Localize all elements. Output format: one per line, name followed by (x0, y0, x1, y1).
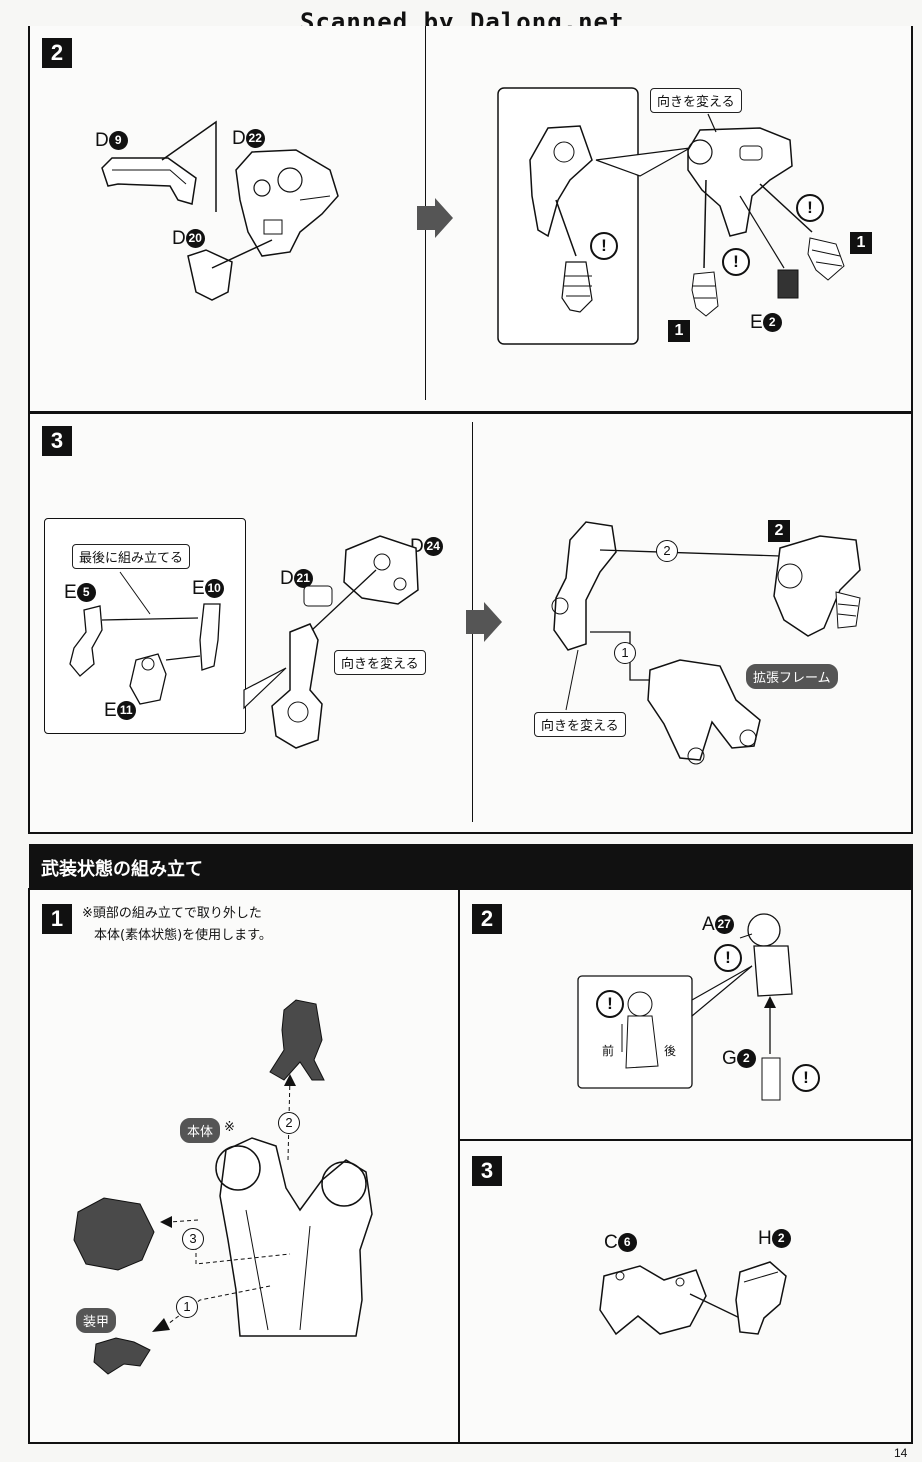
caution-icon: ! (792, 1064, 820, 1092)
order-marker: 2 (278, 1112, 300, 1134)
ref-step-badge: 2 (768, 520, 790, 542)
label-front: 前 (602, 1044, 615, 1058)
step-note-line1: ※頭部の組み立てで取り外した (82, 906, 262, 921)
step-number: 3 (472, 1156, 502, 1186)
step-number: 3 (42, 426, 72, 456)
step1-figure-drawing (73, 999, 373, 1375)
caution-icon: ! (722, 248, 750, 276)
caution-icon: ! (796, 194, 824, 222)
step-number: 2 (42, 38, 72, 68)
order-marker: 2 (656, 540, 678, 562)
caution-icon: ! (714, 944, 742, 972)
order-marker: 1 (614, 642, 636, 664)
flow-arrow (466, 602, 502, 642)
inset-title: 最後に組み立てる (72, 544, 191, 569)
caution-icon: ! (590, 232, 618, 260)
caution-icon: ! (596, 990, 624, 1018)
callout-rotate: 向きを変える (650, 88, 742, 113)
order-marker: 1 (176, 1296, 198, 1318)
step-note-line2: 本体(素体状態)を使用します。 (94, 928, 272, 943)
tag-body-mark: ※ (224, 1120, 235, 1135)
step2-top-panel (28, 26, 913, 413)
section-header: 武装状態の組み立て (29, 844, 913, 888)
flow-arrow (417, 198, 453, 238)
ref-step-badge: 1 (850, 232, 872, 254)
label-back: 後 (664, 1044, 677, 1058)
frame-tag: 拡張フレーム (746, 664, 838, 689)
order-marker: 3 (182, 1228, 204, 1250)
step-number: 1 (42, 904, 72, 934)
tag-armor: 装甲 (76, 1308, 117, 1333)
step3-parts-drawing (69, 521, 861, 765)
callout-rotate: 向きを変える (334, 650, 426, 675)
callout-rotate: 向きを変える (534, 712, 626, 737)
step-number: 2 (472, 904, 502, 934)
tag-body: 本体 (180, 1118, 221, 1143)
section-title: 武装状態の組み立て (41, 859, 203, 880)
ref-step-badge: 1 (668, 320, 690, 342)
page-number: 14 (894, 1446, 908, 1460)
step2-parts-drawing (101, 87, 845, 345)
